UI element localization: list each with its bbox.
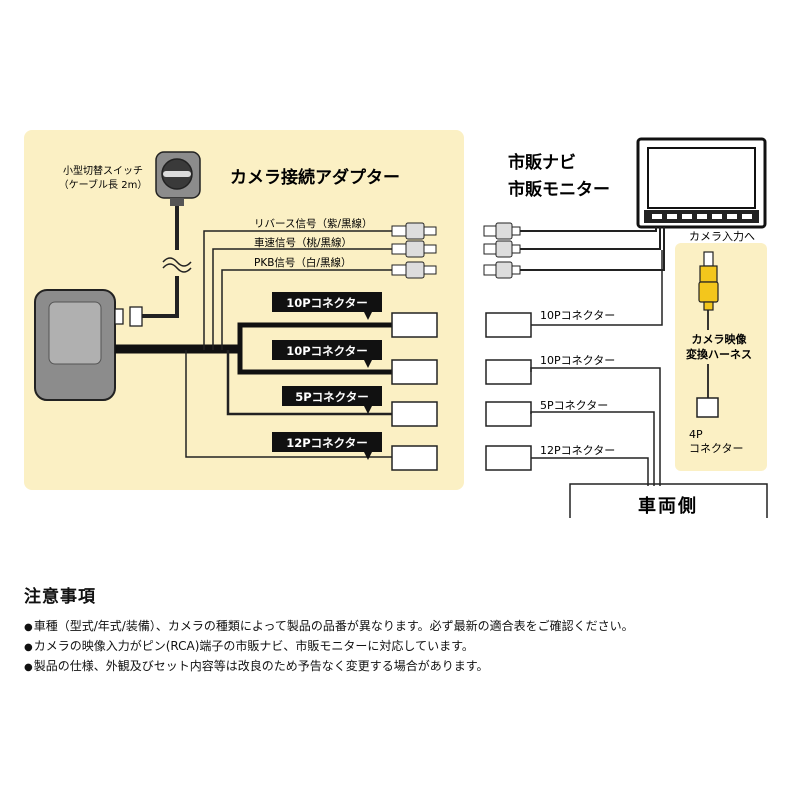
vehicle-connector-label: 12Pコネクター [540, 444, 615, 457]
note-item: ●製品の仕様、外観及びセット内容等は改良のため予告なく変更する場合があります。 [24, 659, 489, 673]
rca-plug-icon [483, 240, 521, 258]
harness-label-line2: 変換ハーネス [686, 347, 752, 361]
rca-yellow-plug-icon [698, 251, 719, 311]
rca-pin-icon [391, 240, 437, 258]
adapter-title: カメラ接続アダプター [230, 167, 400, 188]
note-item: ●カメラの映像入力がピン(RCA)端子の市販ナビ、市販モニターに対応しています。 [24, 639, 474, 653]
vehicle-connector-label: 10Pコネクター [540, 309, 615, 322]
connector-tag: 10Pコネクター [272, 292, 382, 320]
adapter-connector-12p [391, 445, 438, 471]
svg-text:10Pコネクター: 10Pコネクター [286, 344, 367, 358]
signal-label-speed: 車速信号（桃/黒線） [254, 236, 352, 249]
adapter-module-icon [34, 289, 116, 401]
harness-4p-connector [696, 397, 719, 418]
adapter-connector-5p [391, 401, 438, 427]
switch-icon [155, 151, 201, 206]
vehicle-side-label: 車両側 [638, 495, 698, 517]
switch-label-line2: （ケーブル長 2m） [59, 178, 148, 191]
module-jack [114, 308, 124, 325]
vehicle-connector-5p [485, 401, 532, 427]
camera-input-label: カメラ入力へ [689, 230, 755, 243]
signal-label-pkb: PKB信号（白/黒線） [254, 256, 351, 269]
vehicle-connector-10p-a [485, 312, 532, 338]
connector-tag: 12Pコネクター [272, 432, 382, 460]
svg-text:10Pコネクター: 10Pコネクター [286, 296, 367, 310]
harness-connector-line2: コネクター [689, 442, 744, 455]
vehicle-connector-10p-b [485, 359, 532, 385]
signal-label-reverse: リバース信号（紫/黒線） [254, 217, 373, 230]
svg-text:12Pコネクター: 12Pコネクター [286, 436, 367, 450]
adapter-connector-10p-a [391, 312, 438, 338]
cable-break-icon [162, 257, 192, 267]
rca-pin-icon [391, 261, 437, 279]
notes-section: 注意事項 ●車種（型式/年式/装備）、カメラの種類によって製品の品番が異なります… [24, 582, 784, 677]
notes-title: 注意事項 [24, 587, 96, 607]
bullet-icon: ● [24, 622, 33, 633]
monitor-icon [636, 137, 767, 229]
bullet-icon: ● [24, 642, 33, 653]
switch-plug [129, 306, 143, 327]
rca-plug-icon [483, 261, 521, 279]
wiring-diagram: 小型切替スイッチ （ケーブル長 2m） リバース信号（紫/黒線） 車速信号（桃/… [24, 130, 768, 518]
vehicle-connector-label: 10Pコネクター [540, 354, 615, 367]
connector-tag: 5Pコネクター [282, 386, 382, 414]
vehicle-connector-label: 5Pコネクター [540, 399, 608, 412]
vehicle-side-box [569, 483, 768, 518]
harness-connector-line1: 4P [689, 428, 703, 441]
monitor-title-line1: 市販ナビ [508, 152, 576, 173]
vehicle-connector-12p [485, 445, 532, 471]
notes-list: ●車種（型式/年式/装備）、カメラの種類によって製品の品番が異なります。必ず最新… [24, 617, 784, 677]
note-item: ●車種（型式/年式/装備）、カメラの種類によって製品の品番が異なります。必ず最新… [24, 619, 634, 633]
svg-text:5Pコネクター: 5Pコネクター [295, 390, 368, 404]
rca-plug-icon [483, 222, 521, 240]
harness-label-line1: カメラ映像 [692, 332, 748, 346]
connector-tag: 10Pコネクター [272, 340, 382, 368]
monitor-title-line2: 市販モニター [508, 179, 610, 200]
switch-label-line1: 小型切替スイッチ [63, 164, 143, 177]
bullet-icon: ● [24, 662, 33, 673]
adapter-connector-10p-b [391, 359, 438, 385]
rca-pin-icon [391, 222, 437, 240]
